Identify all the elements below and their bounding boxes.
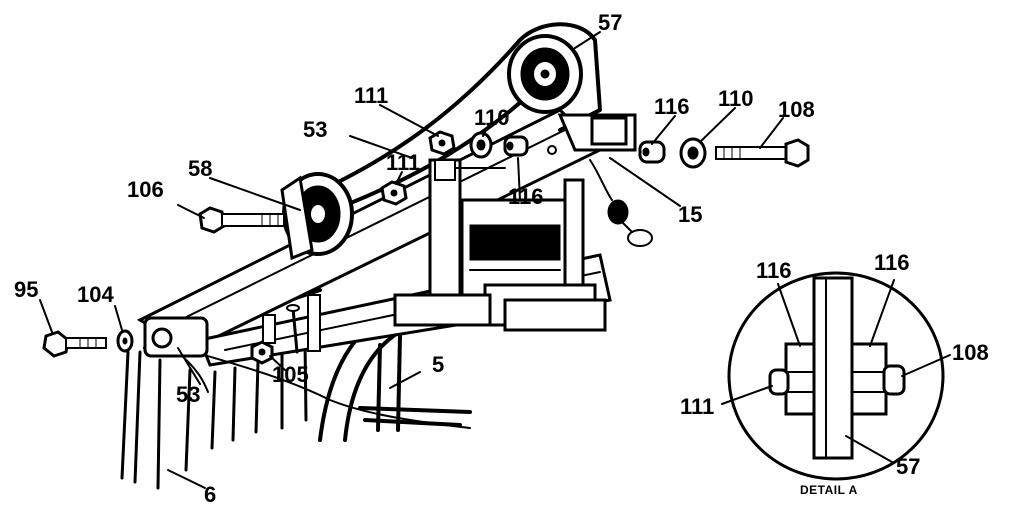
detail-callout-116-right: 116	[874, 250, 910, 275]
callout-108: 108	[778, 97, 815, 122]
lower-pulley-part-58	[280, 172, 354, 261]
bracket-part-15	[557, 113, 653, 247]
detail-callout-111: 111	[680, 394, 714, 419]
callout-105: 105	[272, 362, 309, 387]
callout-106: 106	[127, 177, 164, 202]
callout-116-center: 116	[508, 184, 544, 209]
callout-95: 95	[14, 277, 38, 302]
callout-15: 15	[678, 202, 702, 227]
detail-callout-116-left: 116	[756, 258, 792, 283]
detail-callout-108: 108	[952, 340, 989, 365]
upper-pulley-part-57	[507, 34, 583, 114]
callout-57: 57	[598, 10, 622, 35]
callout-53-lower: 53	[176, 382, 200, 407]
detail-callout-57: 57	[896, 454, 920, 479]
detail-a-view: 116 116 108 111 57 DETAIL A	[680, 250, 989, 497]
callout-104: 104	[77, 282, 114, 307]
hardware-parts	[42, 130, 810, 365]
leader-lines	[39, 31, 784, 489]
detail-caption: DETAIL A	[800, 483, 858, 497]
callout-111-upper: 111	[354, 83, 388, 108]
callout-labels: 57 111 110 53 116 110 108 58 111 106 116…	[14, 10, 815, 507]
callout-53-upper: 53	[303, 117, 327, 142]
callout-6: 6	[204, 482, 216, 507]
callout-110-right: 110	[718, 86, 754, 111]
callout-116-right: 116	[654, 94, 690, 119]
callout-110-upper: 110	[474, 105, 510, 130]
callout-111-lower: 111	[386, 150, 420, 175]
callout-58: 58	[188, 156, 212, 181]
callout-5: 5	[432, 352, 444, 377]
carriage-assembly	[393, 158, 607, 332]
